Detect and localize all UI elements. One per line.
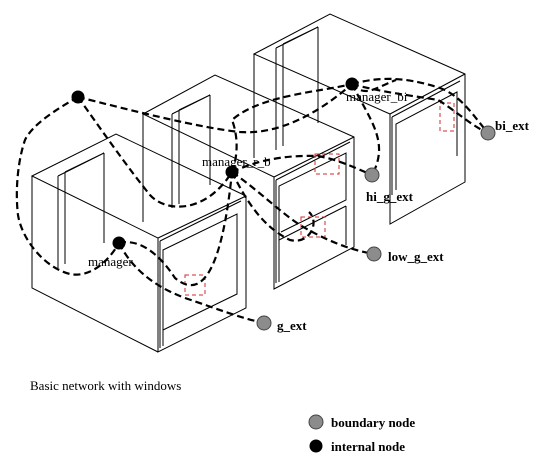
box-bi	[252, 13, 466, 225]
box-manager	[30, 133, 247, 353]
legend-boundary-swatch	[308, 414, 324, 430]
box-r-b	[141, 74, 355, 290]
label-bi-ext: bi_ext	[495, 118, 530, 133]
window-marker-r-b-top	[314, 153, 340, 175]
boundary-node-bi-ext	[480, 125, 496, 141]
label-manager: manager	[88, 254, 133, 269]
legend-boundary-label: boundary node	[331, 415, 415, 430]
label-hi-g-ext: hi_g_ext	[366, 189, 414, 204]
internal-node-top-left	[71, 90, 85, 104]
internal-node-manager	[112, 236, 126, 250]
boundary-node-g-ext	[256, 315, 272, 331]
legend: boundary node internal node	[308, 414, 415, 454]
boundary-node-hi-g-ext	[364, 167, 380, 183]
internal-node-manager-r-b	[225, 165, 239, 179]
label-g-ext: g_ext	[277, 318, 307, 333]
window-marker-bi	[439, 102, 455, 132]
label-low-g-ext: low_g_ext	[388, 249, 444, 264]
label-manager-bi: manager_bi	[346, 89, 408, 104]
label-manager-r-b: manager_r_b	[202, 154, 271, 169]
legend-internal-label: internal node	[331, 439, 405, 454]
diagram-caption: Basic network with windows	[30, 378, 181, 393]
window-marker-r-b-bottom	[300, 216, 326, 238]
legend-internal-swatch	[309, 439, 323, 453]
links	[15, 77, 489, 325]
boundary-node-low-g-ext	[366, 246, 382, 262]
internal-node-manager-bi	[345, 77, 359, 91]
